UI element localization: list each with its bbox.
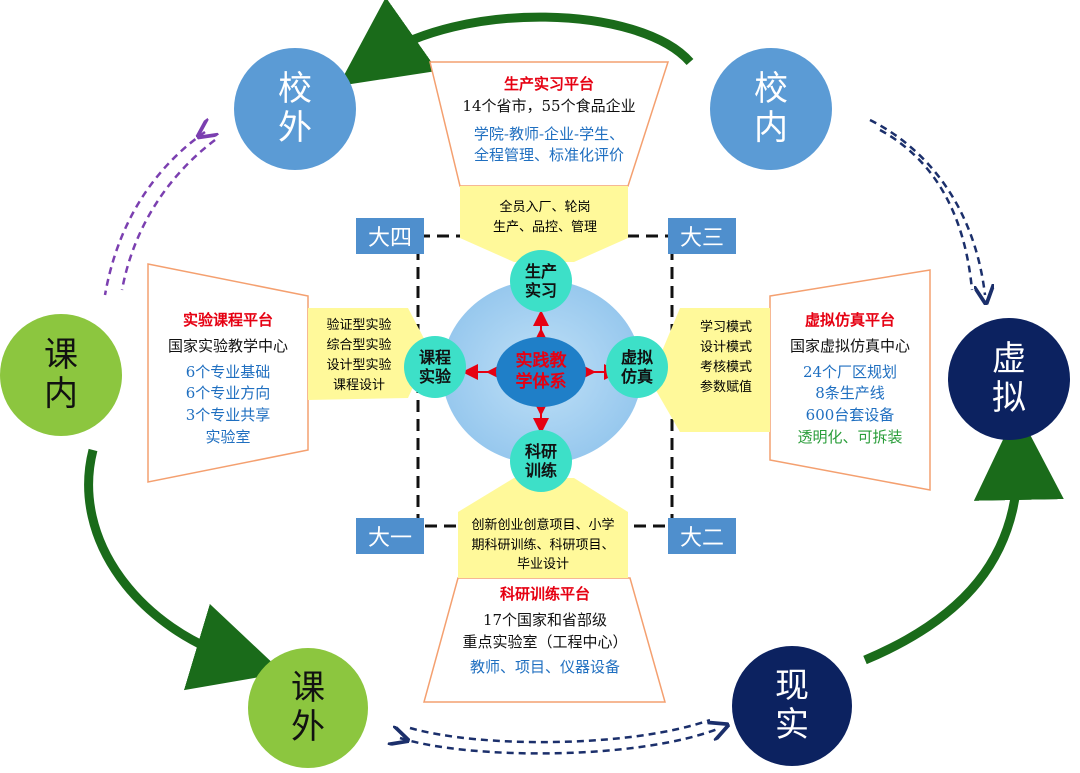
- simulation-item-1: 24个厂区规划: [802, 362, 898, 381]
- connector-bottom-shape: [458, 478, 628, 578]
- connector-research-3: 毕业设计: [516, 557, 569, 572]
- connector-course-4: 课程设计: [332, 378, 385, 394]
- simulation-item-2: 8条生产线: [815, 384, 885, 403]
- off-campus-circle: 校外: [234, 48, 356, 170]
- node-production: 生产实习: [510, 250, 572, 312]
- panel-research: 科研训练平台 17个国家和省部级 重点实验室（工程中心） 教师、项目、仪器设备: [436, 584, 654, 679]
- connector-simulation-2: 设计模式: [699, 340, 752, 356]
- core-label: 实践教学体系: [515, 350, 567, 392]
- reality-label: 现实: [774, 665, 809, 745]
- node-research-label: 科研训练: [524, 441, 557, 480]
- production-title: 生产实习平台: [503, 75, 594, 93]
- simulation-green: 透明化、可拆装: [797, 427, 903, 446]
- research-line2: 重点实验室（工程中心）: [462, 632, 628, 651]
- arrow-right-curve: [863, 410, 1064, 665]
- node-course-label: 课程实验: [418, 347, 451, 386]
- connector-production-2: 生产、品控、管理: [492, 219, 597, 235]
- connector-simulation-4: 参数赋值: [699, 380, 752, 396]
- connector-simulation-3: 考核模式: [699, 360, 752, 376]
- panel-production: 生产实习平台 14个省市，55个食品企业 学院-教师-企业-学生、 全程管理、标…: [432, 74, 666, 167]
- year-label-senior: 大四: [356, 218, 424, 254]
- node-simulation-label: 虚拟仿真: [620, 347, 653, 386]
- year-label-freshman: 大一: [356, 518, 424, 554]
- dashed-arrow-left: [103, 132, 205, 296]
- connector-research-2: 期科研训练、科研项目、: [471, 537, 615, 553]
- production-line3: 全程管理、标准化评价: [473, 146, 624, 165]
- course-item-1: 6个专业基础: [185, 362, 271, 381]
- dashed-arrow-bottom-inner: [409, 718, 711, 744]
- after-class-circle: 课外: [248, 648, 368, 768]
- panel-course-shape: [147, 263, 309, 483]
- connector-production: 全员入厂、轮岗 生产、品控、管理: [470, 198, 620, 237]
- panel-course: 实验课程平台 国家实验教学中心 6个专业基础 6个专业方向 3个专业共享 实验室: [150, 310, 306, 449]
- dashed-arrow-right: [869, 118, 985, 295]
- research-line1: 17个国家和省部级: [482, 610, 608, 629]
- virtual-label: 虚拟: [991, 338, 1026, 418]
- simulation-item-3: 600台套设备: [805, 406, 895, 424]
- dashed-arrow-left-inner: [120, 139, 216, 291]
- in-class-label: 课内: [43, 334, 78, 414]
- connector-research: 创新创业创意项目、小学 期科研训练、科研项目、 毕业设计: [458, 516, 628, 575]
- connector-research-1: 创新创业创意项目、小学: [471, 518, 615, 533]
- on-campus-label: 校内: [753, 68, 788, 148]
- production-line1: 14个省市，55个食品企业: [462, 96, 636, 115]
- after-class-label: 课外: [290, 667, 325, 747]
- year-label-sophomore: 大二: [668, 518, 736, 554]
- dashed-arrow-bottom: [400, 728, 720, 755]
- course-item-4: 实验室: [205, 427, 251, 446]
- connector-course-1: 验证型实验: [326, 318, 392, 333]
- connector-left-shape: [308, 308, 430, 400]
- connector-simulation: 学习模式 设计模式 考核模式 参数赋值: [682, 318, 770, 399]
- connector-course: 验证型实验 综合型实验 设计型实验 课程设计: [312, 316, 406, 397]
- core-practice-system: 实践教学体系: [496, 337, 586, 407]
- production-line2: 学院-教师-企业-学生、: [473, 124, 625, 143]
- in-class-circle: 课内: [0, 314, 122, 436]
- node-production-label: 生产实习: [524, 261, 557, 300]
- dashed-arrow-right-inner: [879, 128, 974, 291]
- course-item-2: 6个专业方向: [185, 384, 271, 403]
- panel-simulation: 虚拟仿真平台 国家虚拟仿真中心 24个厂区规划 8条生产线 600台套设备 透明…: [772, 310, 928, 449]
- node-simulation: 虚拟仿真: [606, 336, 668, 398]
- simulation-line1: 国家虚拟仿真中心: [789, 336, 910, 355]
- off-campus-label: 校外: [277, 68, 312, 148]
- connector-production-1: 全员入厂、轮岗: [499, 200, 591, 215]
- arrow-left-curve: [84, 448, 284, 691]
- node-course: 课程实验: [404, 336, 466, 398]
- course-line1: 国家实验教学中心: [167, 336, 288, 355]
- connector-right-shape: [650, 308, 770, 432]
- node-research: 科研训练: [510, 430, 572, 492]
- simulation-title: 虚拟仿真平台: [804, 311, 895, 329]
- connector-course-3: 设计型实验: [326, 358, 392, 374]
- course-item-3: 3个专业共享: [185, 406, 271, 424]
- on-campus-circle: 校内: [710, 48, 832, 170]
- reality-circle: 现实: [732, 646, 852, 766]
- virtual-circle: 虚拟: [948, 318, 1070, 440]
- research-line3: 教师、项目、仪器设备: [469, 658, 620, 677]
- connector-course-2: 综合型实验: [326, 338, 392, 354]
- connector-top-shape: [460, 186, 628, 262]
- course-title: 实验课程平台: [182, 311, 273, 329]
- arrow-top-curve: [338, 0, 694, 86]
- year-label-junior: 大三: [668, 218, 736, 254]
- connector-simulation-1: 学习模式: [699, 320, 752, 335]
- research-title: 科研训练平台: [499, 585, 590, 603]
